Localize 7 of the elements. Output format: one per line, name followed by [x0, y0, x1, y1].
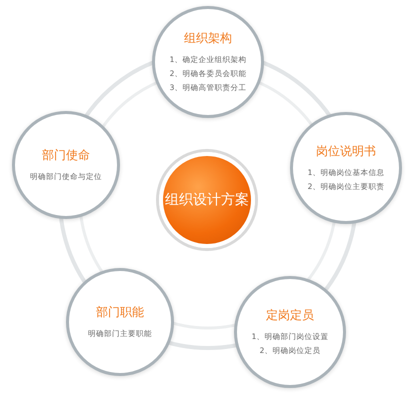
center-circle [159, 152, 255, 248]
circle-title: 部门使命 [42, 146, 90, 164]
circle-title: 组织设计方案 [165, 191, 249, 209]
circle-title: 组织架构 [184, 30, 232, 46]
circle-title: 定岗定员 [266, 306, 314, 324]
circle-title: 部门职能 [96, 304, 144, 320]
circle-title: 岗位说明书 [316, 142, 376, 160]
